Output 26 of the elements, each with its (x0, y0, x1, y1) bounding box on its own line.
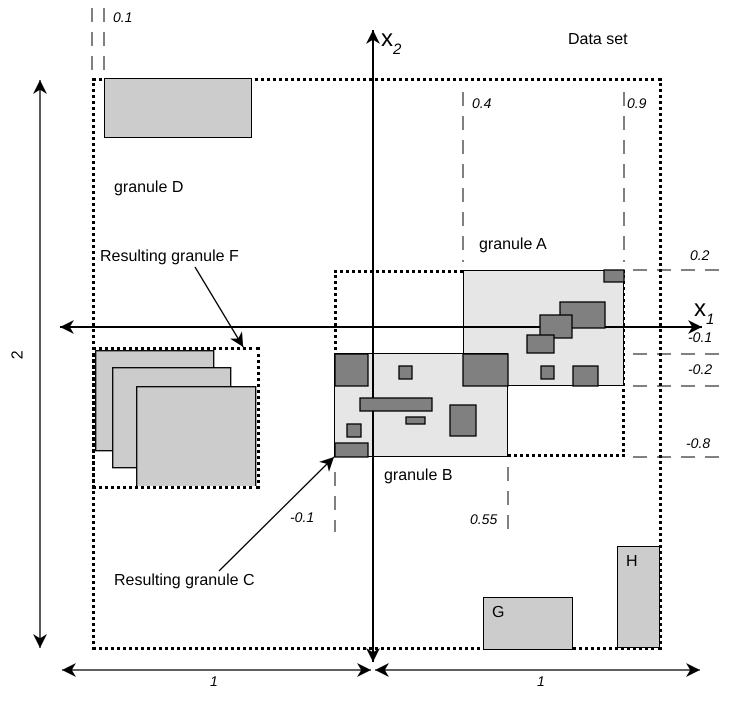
granule-label: Data set (568, 31, 628, 49)
leader-arrow (194, 266, 244, 348)
dimension-label: 1 (537, 674, 545, 690)
granule-label: granule A (479, 236, 547, 254)
dimension-label: 0.9 (627, 96, 646, 112)
axis-label: x$_{1}$ (694, 296, 714, 328)
granule-label: H (626, 553, 638, 571)
dimension-label: 0.1 (113, 10, 132, 26)
granule-box (617, 546, 660, 648)
dimension-label: 1 (210, 674, 218, 690)
callout-text: Resulting granule F (100, 247, 290, 267)
leader-arrow (218, 456, 334, 572)
dimension-label: -0.1 (290, 510, 314, 526)
dimension-label: 0.55 (470, 512, 498, 528)
dimension-label: 0.4 (472, 96, 492, 112)
callout-text: Resulting granule C (114, 571, 289, 591)
granule-label: granule D (114, 179, 184, 197)
granule-label: G (492, 604, 504, 622)
axis-label: x$_{2}$ (381, 26, 402, 58)
granule-box (483, 597, 573, 650)
dimension-label: 2 (10, 350, 28, 360)
dimension-label: -0.8 (686, 436, 710, 452)
dimension-label: 0.2 (690, 248, 710, 264)
granule-label: granule B (384, 467, 452, 485)
dimension-label: -0.2 (688, 362, 712, 378)
dimension-label: -0.1 (688, 330, 712, 346)
